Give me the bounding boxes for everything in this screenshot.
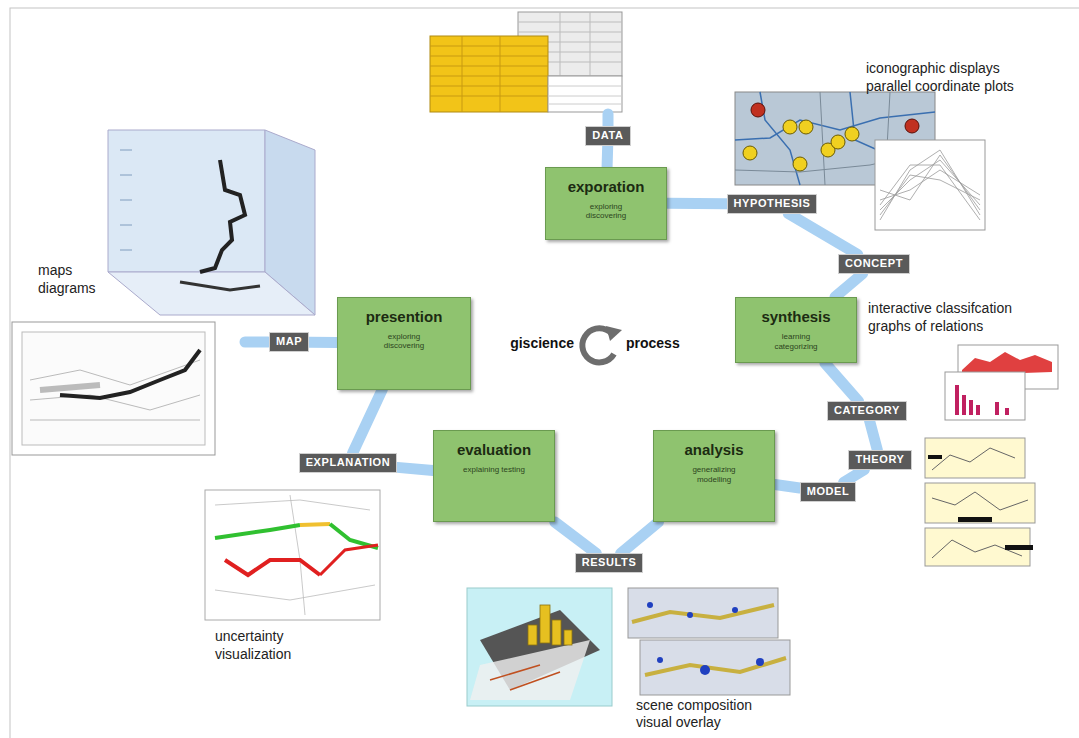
data-table-picture [430,12,622,112]
flow-tag-text: DATA [592,129,623,142]
flow-tag-text: MAP [276,335,302,348]
box-title: presention [346,308,462,326]
box-subtitle: exploring discovering [571,202,641,221]
process-box: evaluation explaining testing [433,430,555,522]
flow-tag-text: MODEL [807,485,850,498]
caption-label: uncertainty visualization [215,628,335,663]
caption-label: scene composition [636,697,752,715]
flow-connector [788,214,857,255]
scene-composition-picture [467,588,612,706]
caption-label: iconographic displays [866,60,1000,78]
flow-tag: MODEL [800,482,857,501]
caption-label: visual overlay [636,714,721,732]
uncertainty-picture [205,490,380,620]
box-title: synthesis [744,308,848,326]
process-box: synthesis learning categorizing [735,297,857,363]
flow-tag-text: THEORY [855,453,904,466]
flow-connector [667,198,727,209]
flow-tag: EXPLANATION [299,453,398,472]
process-box: analysis generalizing modelling [653,430,775,522]
flow-connector [555,522,597,553]
flow-connector [352,390,382,454]
cube-diagram-picture [108,130,315,315]
parallel-coordinate-picture [875,140,985,230]
flow-connector [397,467,433,470]
flow-tag-text: HYPOTHESIS [734,197,811,210]
process-box: exporation exploring discovering [545,167,667,240]
flow-connector [621,522,659,553]
flow-tag: MAP [269,332,309,351]
flow-tag-text: EXPLANATION [306,456,391,469]
visual-overlay-picture [628,588,790,695]
caption-label: diagrams [38,280,96,298]
center-title: giscience [510,335,574,353]
box-subtitle: learning categorizing [761,332,831,351]
process-box: presention exploring discovering [337,297,471,390]
caption-label: parallel coordinate plots [866,78,1014,96]
center-title: process [626,335,680,353]
flow-connector [825,363,859,401]
flow-tag: CATEGORY [827,401,907,420]
flow-tag: HYPOTHESIS [727,194,818,213]
caption-label: maps [38,262,72,280]
box-subtitle: exploring discovering [369,332,439,351]
box-title: analysis [662,441,766,459]
flow-tag: THEORY [848,450,911,469]
flow-tag: CONCEPT [838,254,910,273]
flow-connector [602,146,614,167]
box-subtitle: explaining testing [459,465,529,475]
box-subtitle: generalizing modelling [679,465,749,484]
box-title: exporation [554,178,658,196]
caption-label: graphs of relations [868,318,983,336]
caption-label: interactive classifcation [868,300,1012,318]
flow-connector [775,485,800,488]
frame [10,8,1079,738]
flow-connector [844,470,865,483]
flow-tag-text: CONCEPT [845,257,903,270]
flow-connector [309,337,337,348]
flow-tag: RESULTS [575,553,644,572]
flow-tag: DATA [585,126,630,145]
flow-tag-text: RESULTS [582,556,637,569]
box-title: evaluation [442,441,546,459]
classification-chart-picture [945,345,1058,420]
historic-map-picture [12,322,215,455]
cycle-icon [582,326,622,362]
flow-tag-text: CATEGORY [834,404,900,417]
model-graph-picture [925,438,1035,566]
flow-connector [835,274,863,297]
flow-connector [870,421,878,451]
